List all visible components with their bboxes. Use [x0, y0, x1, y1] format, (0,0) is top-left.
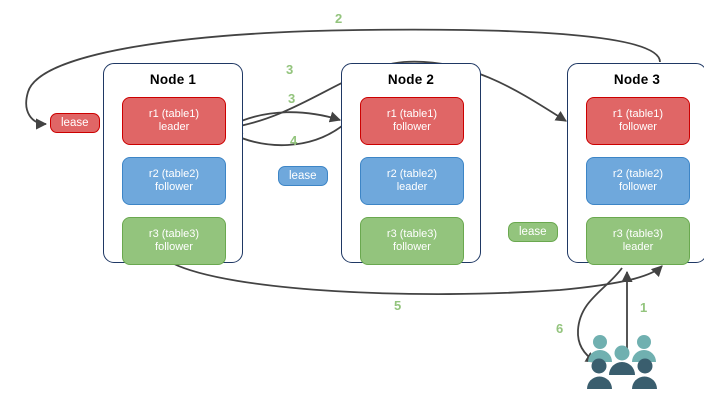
replica-role: leader [622, 241, 654, 253]
edge-step-5 [171, 262, 663, 295]
users-icon [587, 335, 657, 389]
node-card-node-3[interactable]: Node 3 r1 (table1) follower r2 (table2) … [567, 63, 704, 265]
replica-name: r1 (table1) [612, 107, 664, 120]
lease-badge-table2[interactable]: lease [278, 166, 328, 186]
edge-step-3-to-node3 [227, 60, 567, 129]
replica-name: r2 (table2) [386, 167, 438, 180]
replica-name: r3 (table3) [148, 227, 200, 240]
replica-r3[interactable]: r3 (table3) follower [122, 217, 226, 265]
replica-r3[interactable]: r3 (table3) leader [586, 217, 690, 265]
replica-name: r1 (table1) [386, 107, 438, 120]
node-title: Node 1 [149, 72, 197, 87]
step-label-2: 2 [335, 11, 343, 26]
replica-role: leader [396, 181, 428, 193]
replica-r2[interactable]: r2 (table2) leader [360, 157, 464, 205]
replica-name: r2 (table2) [612, 167, 664, 180]
edge-step-6 [577, 267, 623, 363]
replica-role: follower [155, 181, 193, 193]
step-label-4: 4 [290, 133, 298, 148]
replica-role: leader [158, 121, 190, 133]
lease-badge-table3[interactable]: lease [508, 222, 558, 242]
node-title: Node 2 [387, 72, 435, 87]
step-label-3a: 3 [286, 62, 294, 77]
replica-role: follower [619, 121, 657, 133]
step-label-5: 5 [394, 298, 402, 313]
replica-name: r3 (table3) [612, 227, 664, 240]
node-card-node-1[interactable]: Node 1 r1 (table1) leader r2 (table2) fo… [103, 63, 243, 265]
replica-role: follower [619, 181, 657, 193]
replica-r1[interactable]: r1 (table1) follower [586, 97, 690, 145]
edge-step-2 [25, 28, 661, 130]
step-label-3b: 3 [288, 91, 296, 106]
replica-r1[interactable]: r1 (table1) leader [122, 97, 226, 145]
replica-r3[interactable]: r3 (table3) follower [360, 217, 464, 265]
edge-step-4 [230, 125, 343, 146]
replica-role: follower [393, 241, 431, 253]
replica-role: follower [393, 121, 431, 133]
replica-r1[interactable]: r1 (table1) follower [360, 97, 464, 145]
node-card-node-2[interactable]: Node 2 r1 (table1) follower r2 (table2) … [341, 63, 481, 265]
node-title: Node 3 [613, 72, 661, 87]
replica-r2[interactable]: r2 (table2) follower [586, 157, 690, 205]
replica-name: r2 (table2) [148, 167, 200, 180]
lease-badge-table1[interactable]: lease [50, 113, 100, 133]
replica-r2[interactable]: r2 (table2) follower [122, 157, 226, 205]
replica-name: r1 (table1) [148, 107, 200, 120]
replica-role: follower [155, 241, 193, 253]
step-label-1: 1 [640, 300, 648, 315]
replica-name: r3 (table3) [386, 227, 438, 240]
step-label-6: 6 [556, 321, 564, 336]
